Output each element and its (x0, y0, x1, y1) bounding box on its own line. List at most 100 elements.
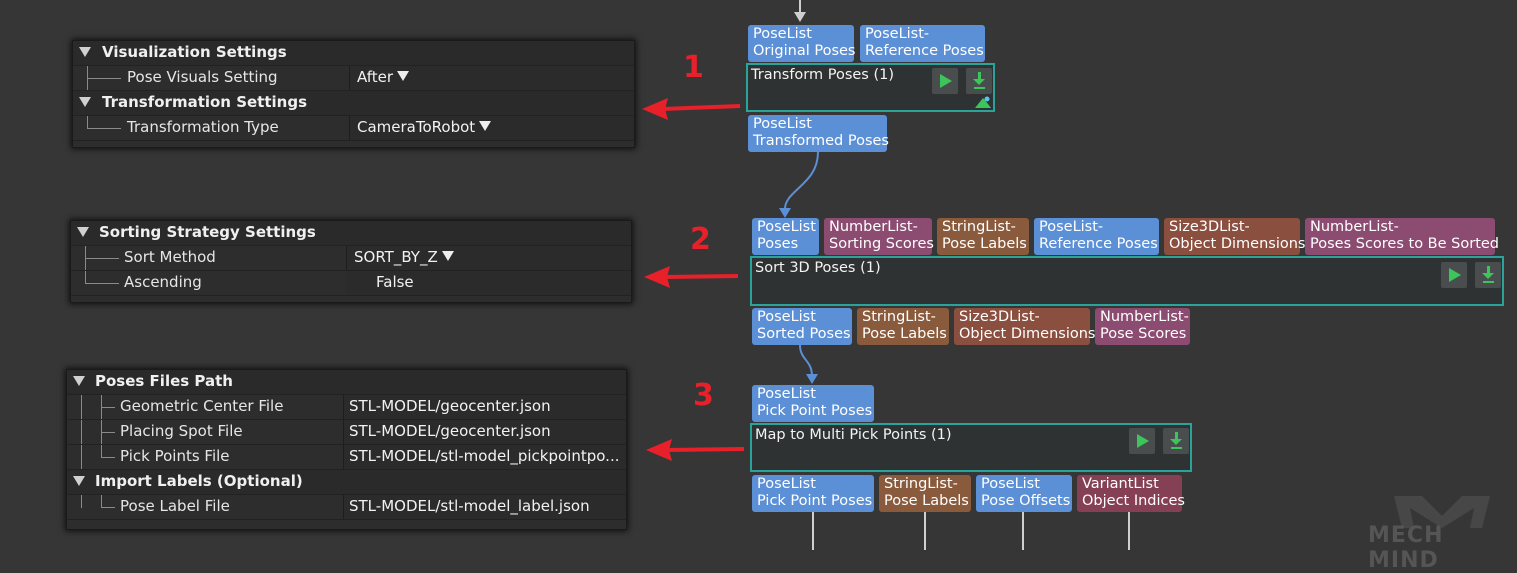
run-button[interactable] (1129, 428, 1155, 454)
node-title: Sort 3D Poses (1) (755, 260, 881, 276)
port-name: Object Dimensions (1169, 236, 1306, 252)
section-title: Sorting Strategy Settings (99, 223, 316, 241)
pick-points-file-value[interactable]: STL-MODEL/stl-model_pickpointpo... (349, 447, 620, 465)
property-row-pose-visuals[interactable]: Pose Visuals Setting After (73, 66, 634, 91)
port-type: PoseList (981, 476, 1040, 492)
port-name: Sorted Poses (757, 326, 851, 342)
download-icon (966, 68, 992, 94)
input-port-poses-scores-to-be-sorted[interactable]: NumberList- Poses Scores to Be Sorted (1305, 218, 1499, 255)
input-port-reference-poses[interactable]: PoseList- Reference Poses (1034, 218, 1159, 255)
tree-line (101, 445, 102, 458)
property-value-cell[interactable]: STL-MODEL/stl-model_pickpointpo... (343, 445, 626, 469)
input-port-pose-labels[interactable]: StringList- Pose Labels (937, 218, 1029, 255)
tree-line (87, 128, 121, 129)
section-title: Import Labels (Optional) (95, 472, 303, 490)
output-port-pose-offsets[interactable]: PoseList Pose Offsets (976, 475, 1072, 512)
input-port-original-poses[interactable]: PoseList Original Poses (748, 25, 856, 62)
port-name: Object Dimensions (959, 326, 1096, 342)
port-name: Pose Offsets (981, 493, 1071, 509)
property-row-ascending[interactable]: Ascending False (71, 271, 631, 296)
tree-line (101, 457, 115, 458)
input-port-sorting-scores[interactable]: NumberList- Sorting Scores (824, 218, 934, 255)
property-value-cell[interactable]: STL-MODEL/geocenter.json (343, 395, 626, 419)
section-poses-files-path[interactable]: Poses Files Path (67, 370, 626, 395)
transformation-type-dropdown[interactable]: CameraToRobot (357, 118, 492, 136)
property-value-cell[interactable]: STL-MODEL/geocenter.json (343, 420, 626, 444)
property-row-geometric-center-file[interactable]: Geometric Center File STL-MODEL/geocente… (67, 395, 626, 420)
input-port-pick-point-poses[interactable]: PoseList Pick Point Poses (752, 385, 874, 422)
download-icon (1475, 262, 1501, 288)
section-import-labels[interactable]: Import Labels (Optional) (67, 470, 626, 495)
collapse-arrow-icon[interactable] (79, 47, 91, 57)
output-port-pick-point-poses[interactable]: PoseList Pick Point Poses (752, 475, 874, 512)
input-port-reference-poses[interactable]: PoseList- Reference Poses (860, 25, 985, 62)
port-type: PoseList (757, 219, 816, 235)
section-sorting-strategy-settings[interactable]: Sorting Strategy Settings (71, 221, 631, 246)
collapse-arrow-icon[interactable] (77, 227, 89, 237)
property-row-sort-method[interactable]: Sort Method SORT_BY_Z (71, 246, 631, 271)
property-value-cell[interactable]: False (346, 271, 631, 295)
section-visualization-settings[interactable]: Visualization Settings (73, 41, 634, 66)
port-name: Object Indices (1082, 493, 1185, 509)
property-row-transformation-type[interactable]: Transformation Type CameraToRobot (73, 116, 634, 141)
debug-output-button[interactable] (1163, 428, 1189, 454)
output-port-pose-labels[interactable]: StringList- Pose Labels (857, 308, 949, 345)
port-name: Pose Labels (884, 493, 969, 509)
output-port-pose-scores[interactable]: NumberList- Pose Scores (1095, 308, 1190, 345)
run-button[interactable] (1441, 262, 1467, 288)
port-type: PoseList- (1039, 219, 1104, 235)
port-type: PoseList (757, 309, 816, 325)
input-port-poses[interactable]: PoseList Poses (752, 218, 819, 255)
collapse-arrow-icon[interactable] (79, 97, 91, 107)
run-button[interactable] (932, 68, 958, 94)
tree-line (87, 78, 121, 79)
output-port-object-dimensions[interactable]: Size3DList- Object Dimensions (954, 308, 1096, 345)
node-title: Map to Multi Pick Points (1) (755, 427, 952, 443)
property-value-cell[interactable]: CameraToRobot (349, 116, 634, 140)
map-to-multi-pick-points-node[interactable]: Map to Multi Pick Points (1) (750, 423, 1192, 472)
property-value-cell[interactable]: After (349, 66, 634, 90)
property-value-cell[interactable]: STL-MODEL/stl-model_label.json (343, 495, 626, 519)
sort-poses-properties-panel: Sorting Strategy Settings Sort Method SO… (70, 220, 632, 303)
collapse-arrow-icon[interactable] (73, 376, 85, 386)
port-type: PoseList (757, 476, 816, 492)
property-key: Pose Visuals Setting (127, 68, 278, 86)
ascending-value[interactable]: False (376, 273, 414, 291)
transform-poses-node[interactable]: Transform Poses (1) (746, 63, 995, 112)
pose-label-file-value[interactable]: STL-MODEL/stl-model_label.json (349, 497, 590, 515)
tree-line (101, 407, 115, 408)
geometric-center-file-value[interactable]: STL-MODEL/geocenter.json (349, 397, 551, 415)
port-name: Pose Scores (1100, 326, 1187, 342)
sort-method-dropdown[interactable]: SORT_BY_Z (354, 248, 454, 266)
debug-output-button[interactable] (966, 68, 992, 94)
sort-3d-poses-node[interactable]: Sort 3D Poses (1) (750, 256, 1504, 306)
dropdown-arrow-icon (397, 71, 410, 81)
port-type: NumberList- (829, 219, 918, 235)
port-type: Size3DList- (959, 309, 1040, 325)
debug-output-button[interactable] (1475, 262, 1501, 288)
property-value-cell[interactable]: SORT_BY_Z (346, 246, 631, 270)
annotation-number-1: 1 (683, 50, 704, 85)
collapse-arrow-icon[interactable] (73, 476, 85, 486)
output-port-pose-labels[interactable]: StringList- Pose Labels (879, 475, 971, 512)
property-key: Ascending (124, 273, 202, 291)
download-icon (1163, 428, 1189, 454)
property-key: Sort Method (124, 248, 216, 266)
port-name: Original Poses (753, 43, 856, 59)
annotation-number-3: 3 (693, 378, 714, 413)
output-port-transformed-poses[interactable]: PoseList Transformed Poses (748, 115, 889, 152)
input-port-object-dimensions[interactable]: Size3DList- Object Dimensions (1164, 218, 1306, 255)
dropdown-arrow-icon (479, 121, 492, 131)
property-row-placing-spot-file[interactable]: Placing Spot File STL-MODEL/geocenter.js… (67, 420, 626, 445)
section-title: Poses Files Path (95, 372, 233, 390)
property-row-pick-points-file[interactable]: Pick Points File STL-MODEL/stl-model_pic… (67, 445, 626, 470)
placing-spot-file-value[interactable]: STL-MODEL/geocenter.json (349, 422, 551, 440)
annotation-arrow-2 (644, 266, 739, 288)
output-port-object-indices[interactable]: VariantList Object Indices (1077, 475, 1185, 512)
pose-visuals-dropdown[interactable]: After (357, 68, 410, 86)
property-key: Pick Points File (120, 447, 230, 465)
section-transformation-settings[interactable]: Transformation Settings (73, 91, 634, 116)
output-port-sorted-poses[interactable]: PoseList Sorted Poses (752, 308, 852, 345)
property-row-pose-label-file[interactable]: Pose Label File STL-MODEL/stl-model_labe… (67, 495, 626, 520)
